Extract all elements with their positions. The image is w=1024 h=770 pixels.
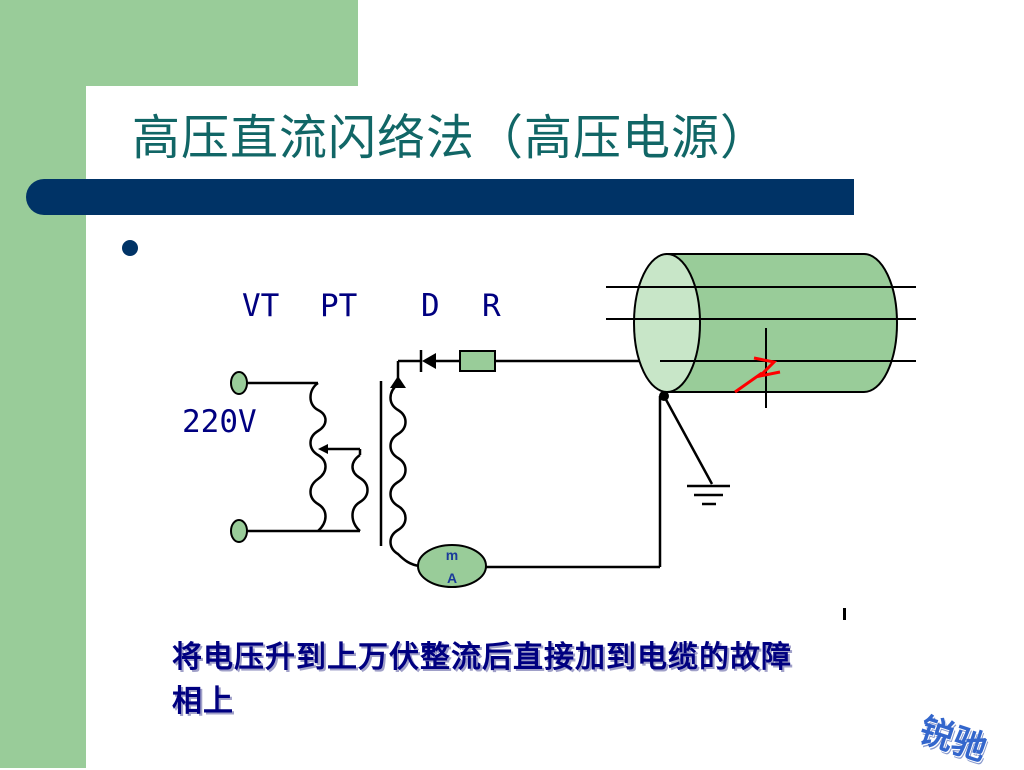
meter-label-bottom: A xyxy=(447,570,457,586)
ground xyxy=(659,391,730,506)
content-corner xyxy=(86,86,166,166)
background-green-top xyxy=(0,0,358,86)
regulator-coil xyxy=(309,381,327,532)
bullet-point xyxy=(122,240,138,256)
cable xyxy=(606,253,916,408)
secondary-coil xyxy=(389,383,421,568)
regulator-tap xyxy=(318,444,369,533)
label-vt: VT xyxy=(242,288,279,324)
label-r: R xyxy=(482,288,501,324)
meter-label-top: m xyxy=(446,547,458,563)
small-mark xyxy=(843,608,846,620)
label-pt: PT xyxy=(320,288,357,324)
milliammeter: m A xyxy=(417,544,487,588)
terminal-bottom xyxy=(230,519,248,543)
fault-mark xyxy=(734,356,781,394)
label-d: D xyxy=(421,288,440,324)
slide-title: 高压直流闪络法（高压电源） xyxy=(132,110,770,166)
diode xyxy=(419,350,460,372)
background-green-left xyxy=(0,0,86,768)
terminal-top xyxy=(230,371,248,395)
label-voltage: 220V xyxy=(182,404,257,440)
input-terminals xyxy=(230,371,318,543)
title-underline-bar xyxy=(26,179,854,215)
secondary-arrow xyxy=(390,376,406,388)
resistor xyxy=(459,350,496,372)
slide-caption: 将电压升到上万伏整流后直接加到电缆的故障相上 xyxy=(172,640,792,719)
